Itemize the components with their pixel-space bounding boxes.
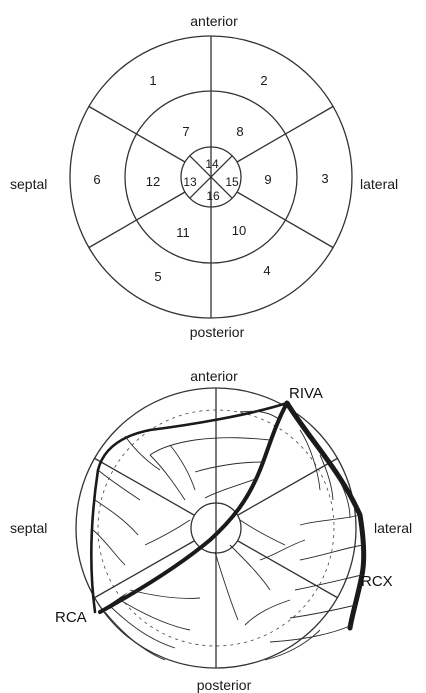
bottom-label-lateral: lateral [374, 520, 412, 536]
segment-16: 16 [206, 189, 220, 203]
segment-1: 1 [149, 73, 156, 88]
rcx-artery [287, 403, 364, 628]
segment-14: 14 [205, 157, 219, 171]
segment-8: 8 [236, 124, 243, 139]
segment-5: 5 [154, 269, 161, 284]
divider-lower-left [89, 192, 185, 248]
segment-7: 7 [182, 124, 189, 139]
divider-lower-right [237, 192, 333, 248]
segment-4: 4 [263, 263, 270, 278]
rca-label: RCA [55, 609, 87, 626]
divider-upper-right [237, 107, 333, 163]
top-label-lateral: lateral [360, 176, 398, 192]
divider-lower-left [94, 541, 194, 598]
top-label-anterior: anterior [190, 13, 238, 29]
branch-vessels [93, 411, 363, 660]
coronary-artery-diagram: anterior posterior septal lateral [10, 368, 412, 693]
segment-11: 11 [176, 225, 190, 240]
segment-bullseye-diagram: anterior posterior septal lateral 1 2 3 … [10, 13, 398, 340]
riva-label: RIVA [289, 385, 323, 402]
segment-15: 15 [225, 175, 239, 189]
segment-9: 9 [264, 172, 271, 187]
segment-10: 10 [232, 223, 246, 238]
top-label-septal: septal [10, 176, 47, 192]
divider-upper-left [94, 458, 194, 515]
bottom-label-anterior: anterior [190, 368, 238, 384]
segment-6: 6 [93, 172, 100, 187]
bottom-label-septal: septal [10, 520, 47, 536]
segment-12: 12 [146, 174, 160, 189]
segment-2: 2 [260, 73, 267, 88]
segment-3: 3 [321, 171, 328, 186]
divider-upper-left [89, 107, 185, 163]
rca-artery [91, 403, 287, 612]
bottom-label-posterior: posterior [197, 677, 252, 693]
riva-artery [100, 403, 287, 612]
rcx-label: RCX [361, 573, 393, 590]
segment-13: 13 [183, 175, 197, 189]
top-label-posterior: posterior [190, 324, 245, 340]
